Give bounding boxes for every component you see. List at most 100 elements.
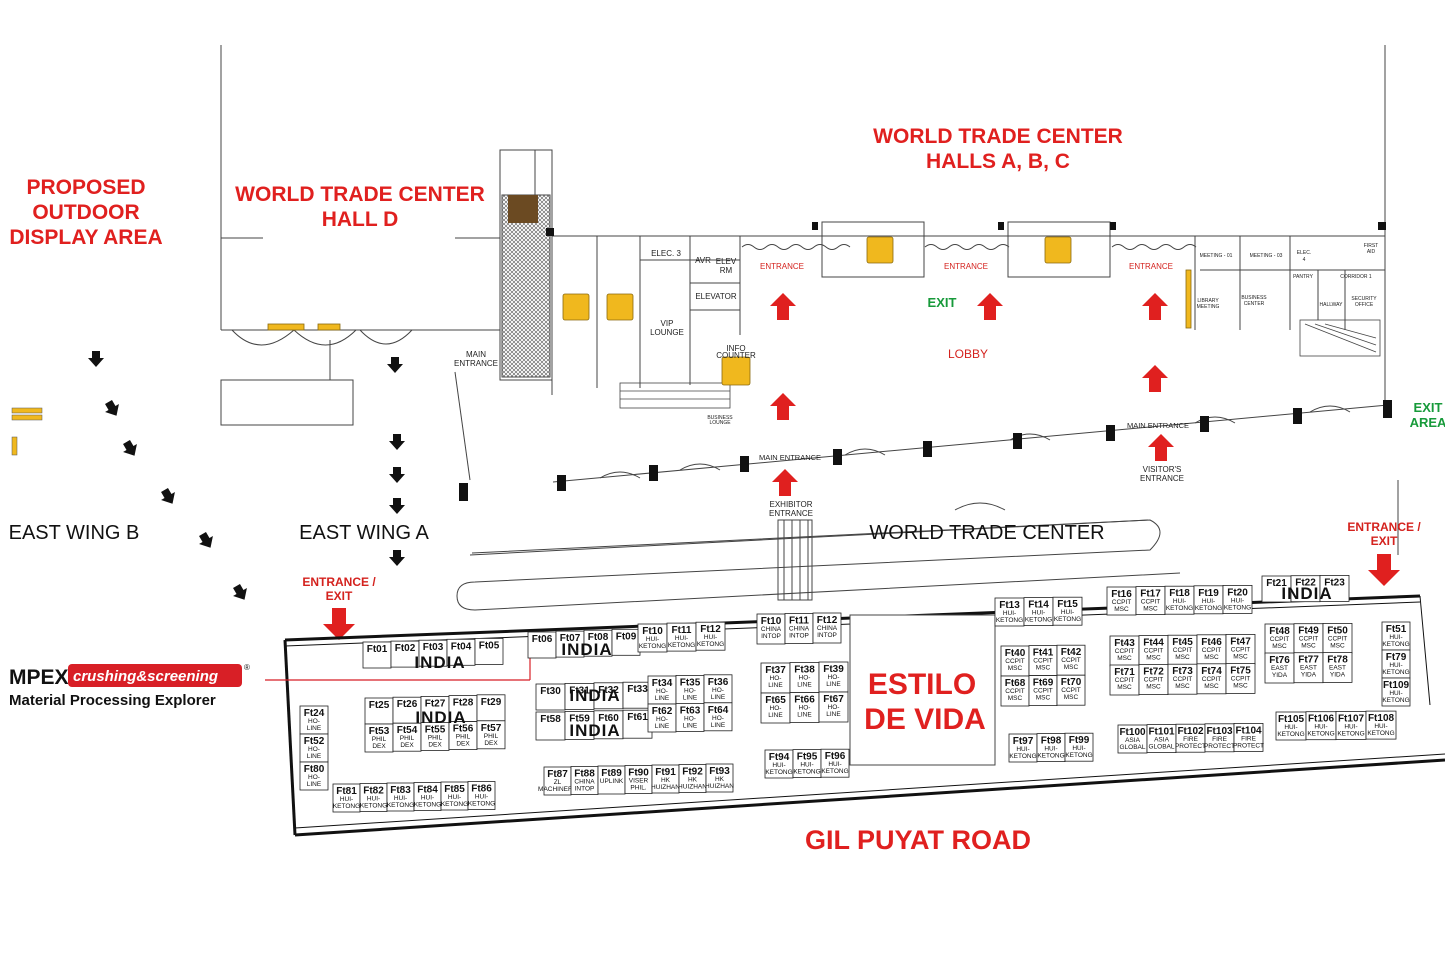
svg-text:Ft10: Ft10 — [761, 616, 782, 627]
pillars — [459, 222, 1392, 501]
svg-text:Ft109: Ft109 — [1383, 680, 1410, 691]
svg-text:INTOP: INTOP — [789, 633, 809, 640]
svg-text:HUIZHAN: HUIZHAN — [651, 784, 680, 791]
svg-text:Ft41: Ft41 — [1033, 648, 1054, 659]
svg-text:HUI-: HUI- — [1374, 723, 1387, 730]
svg-text:DEX: DEX — [400, 742, 414, 749]
svg-text:INDIA: INDIA — [569, 686, 620, 705]
booth-ft60: Ft60 — [593, 710, 624, 740]
svg-text:CCPIT: CCPIT — [1005, 688, 1025, 695]
svg-text:Ft44: Ft44 — [1143, 638, 1164, 649]
svg-text:HUI-: HUI- — [1016, 746, 1029, 753]
svg-text:Ft46: Ft46 — [1201, 637, 1222, 648]
svg-text:BUSINESS: BUSINESS — [1241, 295, 1267, 301]
svg-text:HO-: HO- — [308, 746, 320, 753]
svg-text:ENTRANCE /: ENTRANCE / — [302, 575, 376, 589]
svg-text:Ft73: Ft73 — [1172, 666, 1193, 677]
svg-text:Ft88: Ft88 — [574, 769, 595, 780]
svg-text:INDIA: INDIA — [569, 721, 620, 740]
svg-text:HUI-: HUI- — [1044, 746, 1057, 753]
svg-text:Ft35: Ft35 — [680, 677, 701, 688]
svg-text:HUI-: HUI- — [1389, 634, 1402, 641]
svg-text:Ft18: Ft18 — [1169, 588, 1190, 599]
svg-text:MSC: MSC — [1036, 695, 1051, 702]
india-labels: INDIA INDIA INDIA INDIA INDIA INDIA — [414, 584, 1331, 740]
svg-text:Ft95: Ft95 — [797, 752, 818, 763]
svg-text:KETONG: KETONG — [639, 643, 666, 650]
svg-text:KETONG: KETONG — [1166, 605, 1193, 612]
svg-text:LINE: LINE — [826, 681, 841, 688]
svg-text:MSC: MSC — [1330, 642, 1345, 649]
svg-text:CCPIT: CCPIT — [1141, 599, 1161, 606]
svg-text:Ft100: Ft100 — [1119, 727, 1146, 738]
svg-text:KETONG: KETONG — [468, 801, 495, 808]
halls-abc-title: WORLD TRADE CENTER HALLS A, B, C — [873, 125, 1123, 173]
hatched-door-area — [501, 194, 551, 378]
svg-text:PHIL: PHIL — [484, 733, 499, 740]
svg-text:CCPIT: CCPIT — [1202, 676, 1222, 683]
entrance-label: ENTRANCE — [760, 262, 804, 271]
svg-text:COUNTER: COUNTER — [716, 351, 756, 360]
svg-text:KETONG: KETONG — [1037, 753, 1064, 760]
svg-text:KETONG: KETONG — [1025, 617, 1052, 624]
svg-text:INDIA: INDIA — [414, 653, 465, 672]
svg-text:KETONG: KETONG — [387, 802, 414, 809]
svg-text:HUI-: HUI- — [800, 762, 813, 769]
svg-text:KETONG: KETONG — [1307, 731, 1334, 738]
svg-text:LINE: LINE — [768, 712, 783, 719]
svg-text:GLOBAL: GLOBAL — [1148, 744, 1174, 751]
svg-text:HUI-: HUI- — [1032, 610, 1045, 617]
svg-text:HALLS A, B, C: HALLS A, B, C — [926, 150, 1070, 173]
svg-text:PHIL: PHIL — [400, 735, 415, 742]
booth-ft27: Ft27 — [420, 696, 450, 723]
svg-text:CCPIT: CCPIT — [1173, 647, 1193, 654]
elec-3-label: ELEC. 3 — [651, 249, 681, 258]
visitors-entrance-label: VISITOR'S — [1143, 465, 1182, 474]
svg-text:INTOP: INTOP — [575, 786, 595, 793]
svg-text:CCPIT: CCPIT — [1231, 646, 1251, 653]
svg-text:Ft52: Ft52 — [304, 736, 325, 747]
svg-text:Ft12: Ft12 — [817, 615, 838, 626]
svg-text:HUI-: HUI- — [1231, 597, 1244, 604]
svg-text:KETONG: KETONG — [441, 801, 468, 808]
svg-text:INTOP: INTOP — [761, 633, 781, 640]
svg-text:KETONG: KETONG — [1054, 616, 1081, 623]
world-trade-center-label: WORLD TRADE CENTER — [869, 522, 1104, 544]
svg-text:KETONG: KETONG — [333, 803, 360, 810]
svg-text:LINE: LINE — [797, 682, 812, 689]
svg-text:HUI-: HUI- — [1284, 724, 1297, 731]
svg-text:INTOP: INTOP — [817, 632, 837, 639]
svg-text:HK: HK — [688, 777, 698, 784]
svg-text:CCPIT: CCPIT — [1061, 687, 1081, 694]
svg-text:CCPIT: CCPIT — [1112, 599, 1132, 606]
svg-text:PANTRY: PANTRY — [1293, 274, 1313, 280]
svg-text:CHINA: CHINA — [789, 626, 810, 633]
svg-text:Ft94: Ft94 — [769, 752, 790, 763]
east-wing-b-label: EAST WING B — [9, 522, 140, 544]
business-lounge-label: BUSINESS — [707, 415, 733, 421]
